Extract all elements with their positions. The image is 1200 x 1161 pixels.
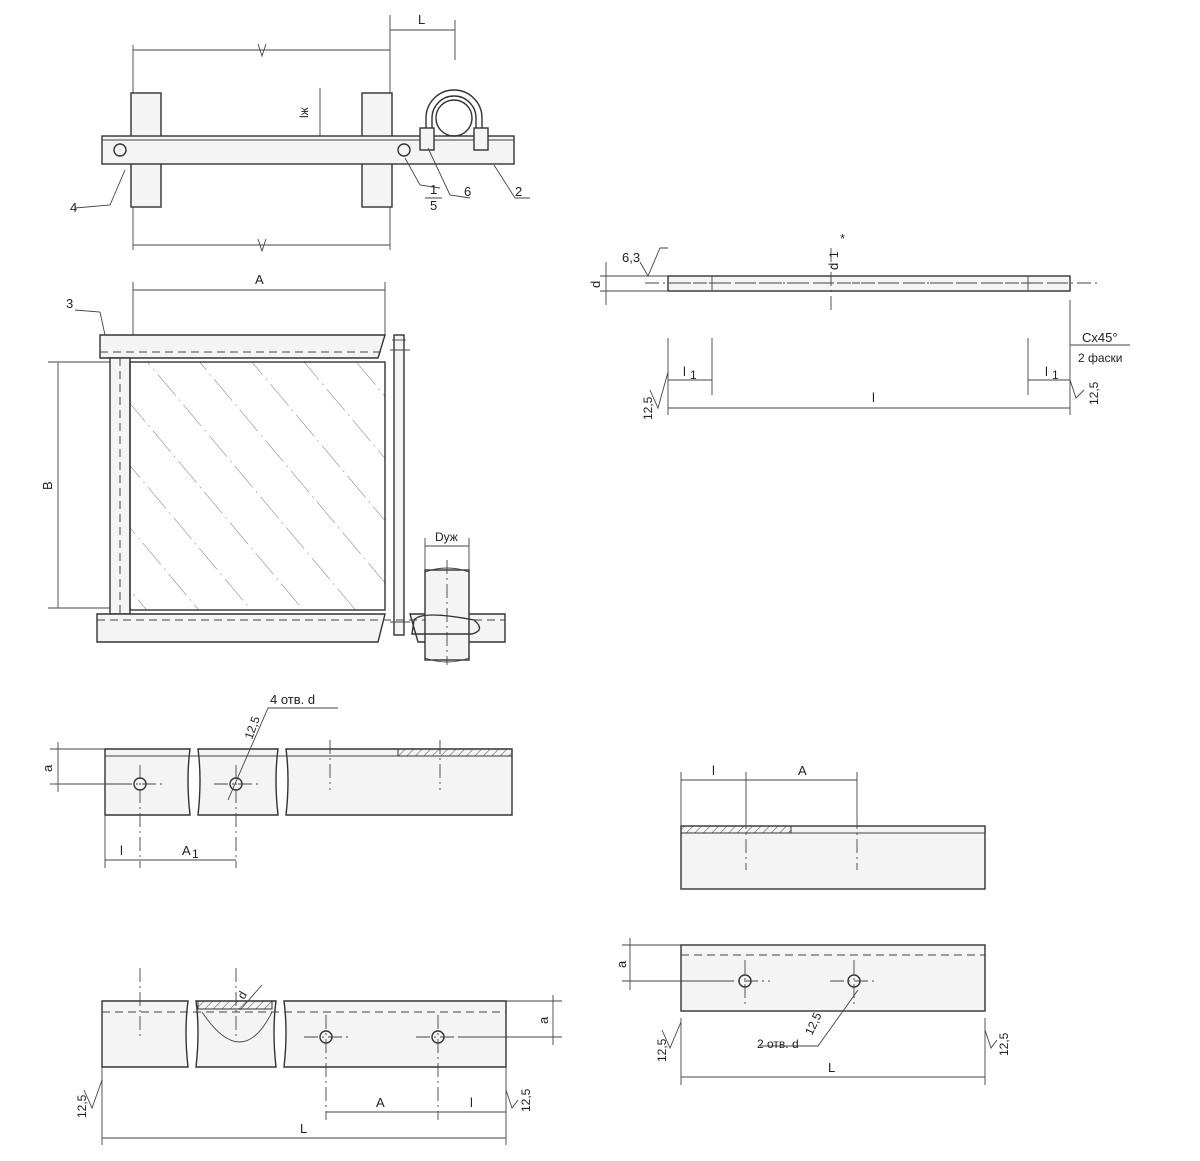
short-bar-body (680, 825, 986, 890)
insulation-panel (129, 361, 386, 611)
dim-l1-right: l (1045, 364, 1048, 379)
dim-l1-left: l (683, 364, 686, 379)
dim-L-top: L (418, 12, 425, 27)
section-weld (197, 1000, 273, 1010)
beam-plan (101, 135, 515, 165)
rough-plate-hole: 12,5 (802, 1010, 825, 1037)
plate-body (680, 944, 986, 1012)
dim-d1-sub: 1 (827, 251, 841, 258)
weld-strip-4 (397, 748, 513, 757)
pos-1: 1 (430, 182, 437, 197)
pos-2: 2 (515, 184, 522, 199)
chamfer-count: 2 фаски (1078, 351, 1123, 365)
threaded-rod-view: d 6,3 d 1 * l 1 l 1 l Cx45° 2 фаски 12,5… (588, 231, 1130, 420)
dim-Duzh: Dуж (435, 530, 458, 544)
dim-d1-star: * (840, 231, 845, 246)
dim-lzh: lж (297, 107, 311, 118)
bar-4-segment-2 (197, 748, 279, 816)
dim-a-bar4: a (40, 764, 55, 772)
top-beam (99, 334, 386, 359)
rough-bar4: 12,5 (242, 714, 263, 741)
dim-d-rod: d (588, 281, 603, 288)
bolt-left (113, 143, 127, 157)
rough-rod-right: 12,5 (1087, 381, 1101, 405)
holes-4-label: 4 отв. d (270, 692, 315, 707)
bar-long-seg-3 (283, 1000, 507, 1068)
dim-l-rod: l (872, 390, 875, 405)
dim-l1-left-sub: 1 (690, 368, 697, 382)
bottom-beam (96, 613, 386, 643)
holes-2-label: 2 отв. d (757, 1037, 799, 1051)
dim-L-long: L (300, 1121, 307, 1136)
pos-4: 4 (70, 200, 77, 215)
bolt-right (397, 143, 411, 157)
rough-6-3: 6,3 (622, 250, 640, 265)
u-clamp (425, 89, 483, 150)
bar-4-segment-1 (104, 748, 191, 816)
pos-6: 6 (464, 184, 471, 199)
rough-section: d (234, 989, 249, 1002)
dim-l-short: l (712, 763, 715, 778)
dim-l-long: l (470, 1095, 473, 1110)
dim-d1: d (826, 263, 841, 270)
dim-A-long: A (376, 1095, 385, 1110)
rough-plate-left: 12,5 (655, 1038, 669, 1062)
dim-l1-right-sub: 1 (1052, 368, 1059, 382)
tie-rod (393, 334, 405, 636)
short-bar-view: l A (680, 763, 986, 890)
pos-5: 5 (430, 198, 437, 213)
short-bar-weld (680, 825, 792, 834)
dim-a-long: a (536, 1016, 551, 1024)
rough-plate-right: 12,5 (997, 1032, 1011, 1056)
dim-l-bar4: l (120, 843, 123, 858)
bar-2-holes-long-view: d a A l L 12,5 12,5 (75, 968, 562, 1145)
dim-B: B (40, 481, 55, 490)
rough-long-left: 12,5 (75, 1094, 89, 1118)
bar-long-seg-1 (101, 1000, 189, 1068)
rough-rod-left: 12,5 (641, 396, 655, 420)
pos-3: 3 (66, 296, 73, 311)
dim-A1-bar4: A (182, 843, 191, 858)
chamfer-note: Cx45° (1082, 330, 1118, 345)
dim-a-plate: a (614, 960, 629, 968)
dim-L-plate: L (828, 1060, 835, 1075)
dim-A1-sub: 1 (192, 847, 199, 861)
assembly-plan-view: L lж 4 1 5 6 2 (70, 12, 530, 253)
dim-A-short: A (798, 763, 807, 778)
plate-2-holes-view: a 2 отв. d 12,5 L 12,5 12,5 (614, 938, 1011, 1085)
bar-4-segment-3 (285, 748, 513, 816)
rough-long-right: 12,5 (519, 1088, 533, 1112)
dim-A-elev: A (255, 272, 264, 287)
bar-4-holes-view: a l A 1 4 отв. d 12,5 (40, 692, 513, 868)
assembly-elevation-view: A 3 B Dуж (40, 272, 506, 665)
